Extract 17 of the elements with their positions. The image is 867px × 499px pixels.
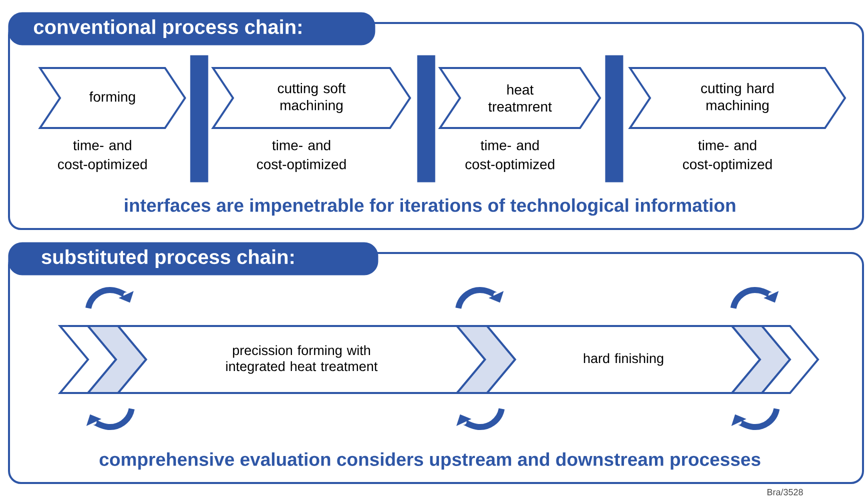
caption-text: time- and cost-optimized: [58, 140, 147, 172]
caption-text: time- and cost-optimized: [256, 140, 346, 172]
chevron-box: precission forming with integrated heat treatment: [116, 325, 486, 394]
statement-text: interfaces are impenetrable for iterations of technological information: [124, 198, 736, 216]
reference-code: Bra/3528: [767, 488, 803, 496]
chevron-box: cutting hard machining: [628, 67, 846, 129]
heading-tab: substituted process chain:: [8, 242, 378, 276]
separator-bar: [417, 55, 436, 182]
statement-text: comprehensive evaluation considers upstream and downstream processes: [100, 452, 760, 470]
caption-text: time- and cost-optimized: [465, 140, 554, 172]
separator-bar: [605, 55, 624, 182]
heading-tab: conventional process chain:: [8, 12, 376, 46]
chevron-box: heat treatmrent: [438, 67, 602, 129]
caption-text: time- and cost-optimized: [682, 140, 772, 172]
chevron-box: cutting soft machining: [211, 67, 412, 129]
chevron-box: forming: [38, 67, 186, 129]
separator-bar: [190, 55, 208, 182]
